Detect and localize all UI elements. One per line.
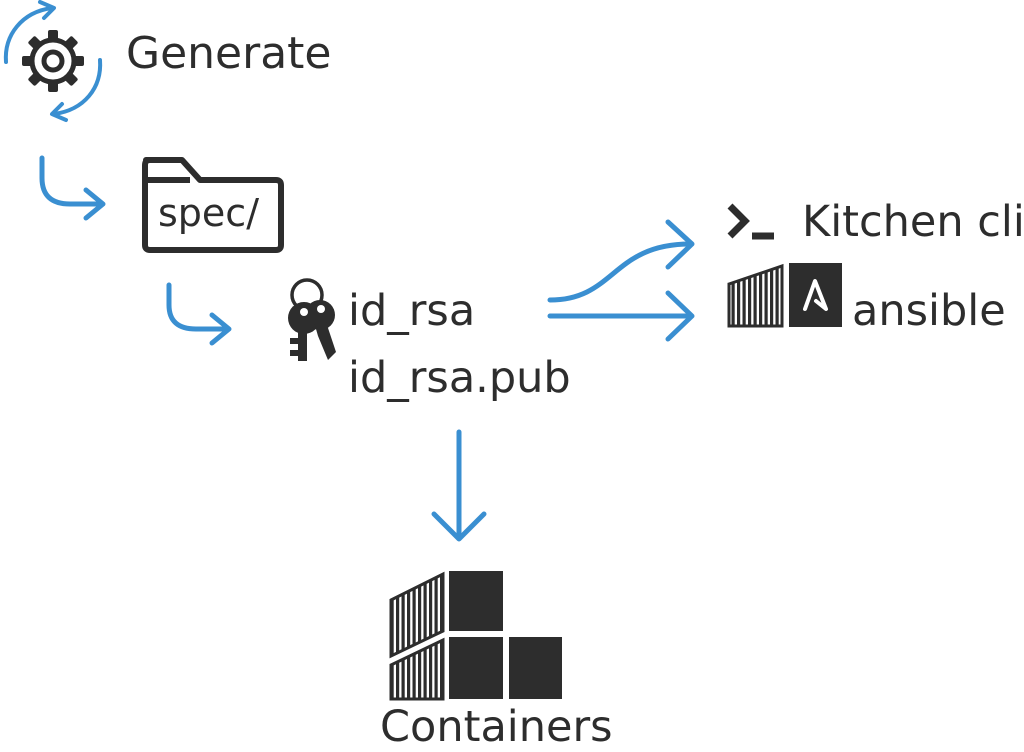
arrow-generate-to-spec [39, 155, 106, 221]
terminal-icon [727, 203, 774, 240]
containers-icon [389, 571, 562, 701]
ansible-icon [727, 263, 842, 328]
keys-icon [288, 278, 336, 361]
folder-icon [142, 157, 284, 253]
arrow-keys-to-containers [431, 429, 487, 542]
generate-label: Generate [126, 28, 332, 79]
arrow-keys-to-ansible [547, 290, 695, 342]
gear-icon [3, 0, 103, 122]
arrow-spec-to-keys [166, 282, 232, 346]
arrow-keys-to-kitchen [547, 219, 695, 303]
key-file-private: id_rsa [348, 286, 476, 336]
kitchen-cli-label: Kitchen cli [802, 197, 1024, 247]
key-file-public: id_rsa.pub [348, 353, 571, 403]
ansible-label: ansible [852, 286, 1006, 336]
containers-label: Containers [380, 702, 613, 752]
spec-folder-label: spec/ [158, 191, 259, 235]
